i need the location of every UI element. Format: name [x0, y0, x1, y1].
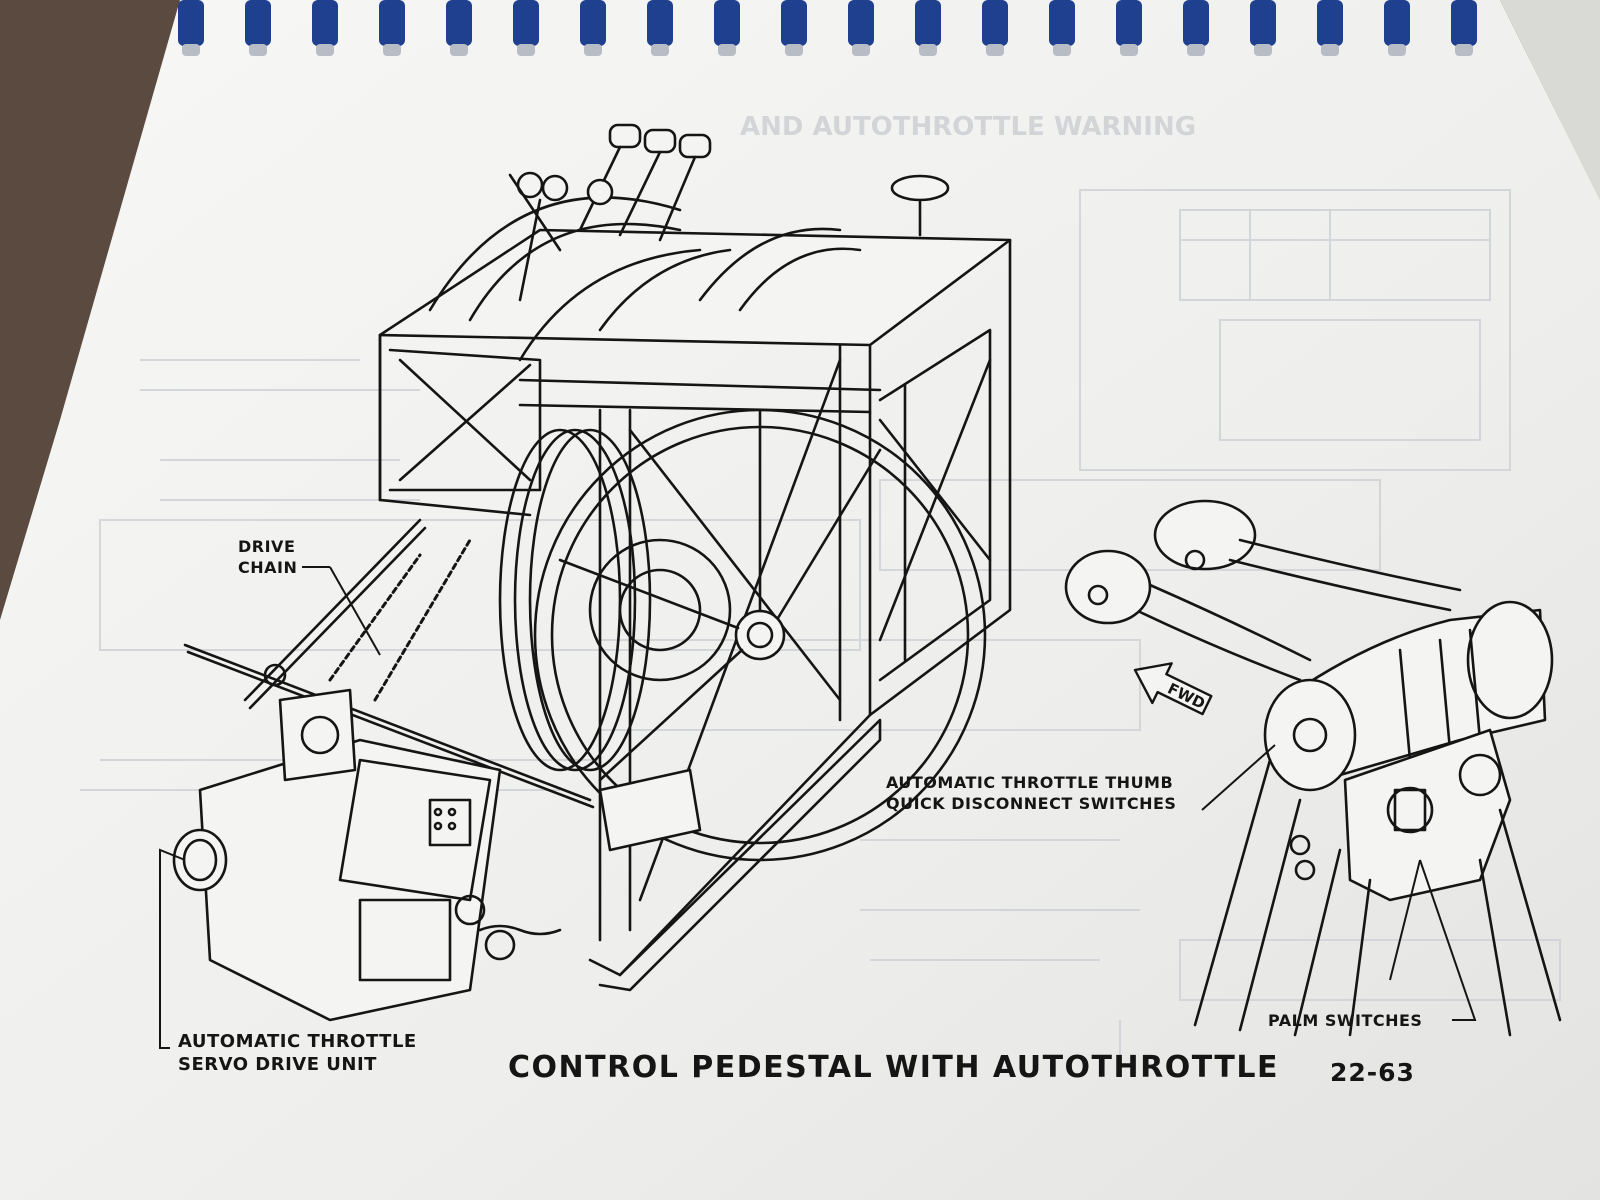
servo-drive-unit-label-line1: AUTOMATIC THROTTLE — [178, 1031, 417, 1052]
servo-drive-unit-label-line2: SERVO DRIVE UNIT — [178, 1054, 377, 1075]
binding-hole — [1455, 44, 1473, 56]
binding-hole — [450, 44, 468, 56]
binding-hole — [785, 44, 803, 56]
page-number: 22-63 — [1330, 1058, 1415, 1087]
bleed-through-heading: AND AUTOTHROTTLE WARNING — [740, 112, 1196, 142]
thumb-switches-label-line1: AUTOMATIC THROTTLE THUMB — [886, 773, 1174, 792]
binding-loop — [379, 0, 405, 46]
binding-hole — [1388, 44, 1406, 56]
palm-switches-label: PALM SWITCHES — [1268, 1011, 1423, 1030]
binding-hole — [383, 44, 401, 56]
binding-hole — [249, 44, 267, 56]
binding-loop — [1250, 0, 1276, 46]
binding-loop — [513, 0, 539, 46]
binding-hole — [584, 44, 602, 56]
binding-hole — [1321, 44, 1339, 56]
binding-loop — [1317, 0, 1343, 46]
spiral-binding-icon — [178, 0, 1477, 56]
thumb-switches-label-line2: QUICK DISCONNECT SWITCHES — [886, 794, 1177, 813]
binding-hole — [1053, 44, 1071, 56]
control-pedestal-drawing — [172, 123, 1012, 1022]
binding-loop — [982, 0, 1008, 46]
binding-loop — [245, 0, 271, 46]
drive-chain-label: DRIVE CHAIN — [238, 536, 297, 578]
binding-hole — [986, 44, 1004, 56]
binding-hole — [852, 44, 870, 56]
drive-chain-label-line1: DRIVE — [238, 537, 296, 556]
binding-loop — [178, 0, 204, 46]
binding-loop — [915, 0, 941, 46]
binding-loop — [781, 0, 807, 46]
binding-hole — [718, 44, 736, 56]
binding-hole — [182, 44, 200, 56]
thumb-switches-label: AUTOMATIC THROTTLE THUMB QUICK DISCONNEC… — [886, 772, 1176, 814]
binding-loop — [1451, 0, 1477, 46]
servo-drive-unit-label: AUTOMATIC THROTTLE SERVO DRIVE UNIT — [178, 1030, 417, 1076]
binding-loop — [1049, 0, 1075, 46]
binding-hole — [1254, 44, 1272, 56]
binding-loop — [312, 0, 338, 46]
binding-hole — [1187, 44, 1205, 56]
binding-loop — [446, 0, 472, 46]
drive-chain-label-line2: CHAIN — [238, 558, 298, 577]
binding-hole — [1120, 44, 1138, 56]
binding-hole — [651, 44, 669, 56]
binding-loop — [647, 0, 673, 46]
binding-loop — [714, 0, 740, 46]
binding-loop — [1183, 0, 1209, 46]
binding-loop — [1384, 0, 1410, 46]
figure-caption: CONTROL PEDESTAL WITH AUTOTHROTTLE — [508, 1050, 1279, 1085]
leader-lines — [159, 566, 1477, 1049]
binding-hole — [316, 44, 334, 56]
binding-loop — [1116, 0, 1142, 46]
palm-switch-detail — [1064, 499, 1562, 1037]
binding-hole — [919, 44, 937, 56]
binding-loop — [848, 0, 874, 46]
binding-loop — [580, 0, 606, 46]
binding-hole — [517, 44, 535, 56]
